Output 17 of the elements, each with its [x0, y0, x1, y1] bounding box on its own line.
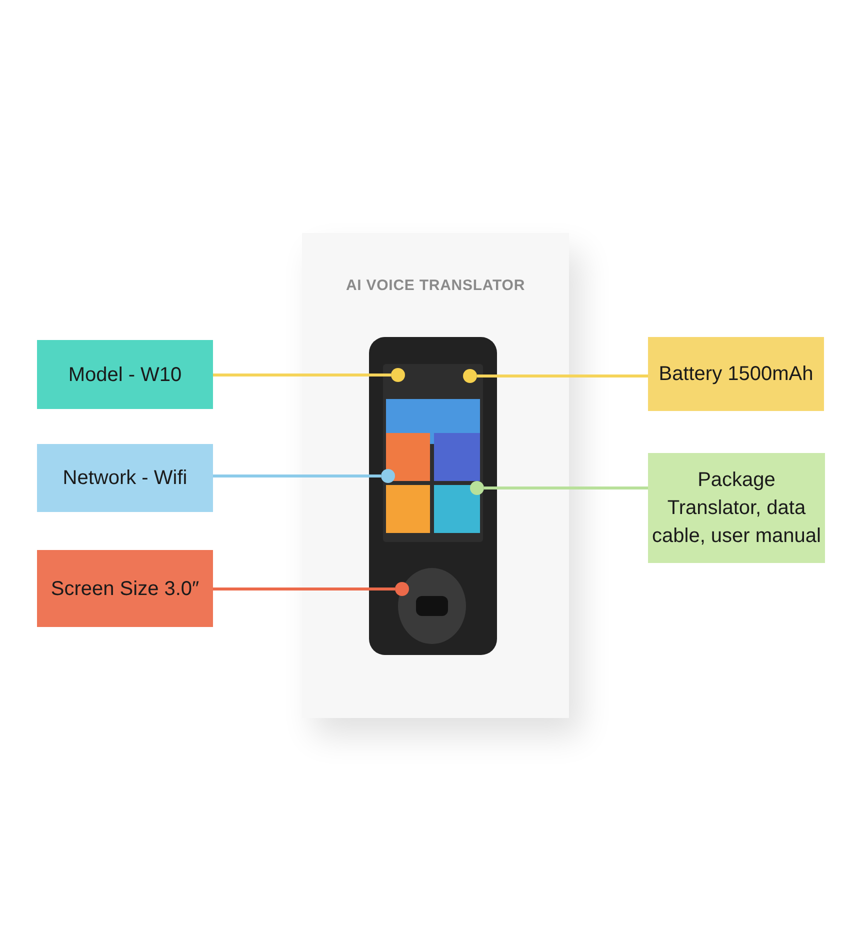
- callout-box: [37, 340, 213, 409]
- callout-text: Translator, data cable, user manual: [652, 496, 821, 549]
- callout-box: [37, 444, 213, 512]
- leader-line: [213, 588, 395, 590]
- box-title: AI VOICE TRANSLATOR: [344, 276, 526, 296]
- leader-line: [213, 474, 381, 478]
- leader-line: [477, 374, 648, 378]
- callout-box: [37, 550, 213, 627]
- callout-text: Network - Wifi: [62, 466, 188, 491]
- leader-line: [213, 374, 391, 376]
- callout-text: Screen Size 3.0″: [50, 576, 200, 602]
- callout-box: [648, 337, 824, 411]
- callout-text: Model - W10: [68, 362, 182, 388]
- leader-line: [484, 486, 648, 490]
- callout-box: [648, 453, 825, 563]
- callout-text: Battery 1500mAh: [658, 362, 814, 387]
- callout-text: Package: [698, 468, 776, 493]
